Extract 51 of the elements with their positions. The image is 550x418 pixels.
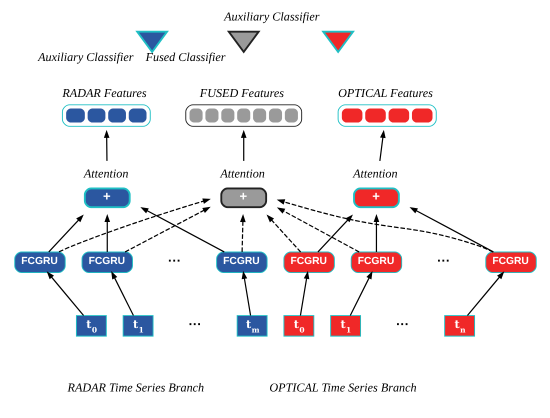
- arrow: [241, 270, 251, 316]
- node-box: FCGRU: [81, 252, 132, 274]
- arrow: [276, 199, 493, 252]
- arrow: [378, 130, 386, 161]
- label: ···: [188, 316, 202, 332]
- node-box: t$_{1}$: [330, 315, 361, 337]
- arrow: [317, 214, 352, 252]
- node-box: t$_{0}$: [75, 315, 106, 337]
- arrow: [46, 271, 84, 316]
- label: OPTICAL Time Series Branch: [268, 380, 416, 395]
- arrow: [240, 214, 246, 252]
- label: ···: [396, 316, 409, 332]
- node-label: Auxiliary Classifier: [224, 10, 320, 24]
- node-box: FCGRU: [350, 252, 402, 274]
- node-box: FCGRU: [216, 252, 268, 274]
- node-box: t$_{0}$: [282, 315, 314, 337]
- node-label: Attention: [352, 166, 398, 181]
- node-box: FCGRU: [484, 252, 536, 274]
- node-box: t$_{n}$: [444, 315, 475, 337]
- label: ···: [436, 252, 450, 268]
- label: ···: [168, 252, 181, 268]
- arrow: [373, 214, 379, 252]
- arrow: [104, 214, 110, 252]
- arrow: [124, 206, 210, 252]
- node-box: [184, 104, 302, 127]
- label: RADAR Time Series Branch: [67, 380, 204, 395]
- arrow: [409, 207, 494, 252]
- arrow: [240, 130, 246, 161]
- arrow: [103, 130, 109, 161]
- node-box: t$_{m}$: [236, 315, 268, 337]
- arrow: [266, 214, 301, 252]
- node-box: [61, 104, 150, 127]
- node-label: Auxiliary Classifier: [38, 50, 134, 64]
- arrow: [276, 207, 359, 252]
- arrow: [299, 270, 309, 316]
- node-box: FCGRU: [14, 252, 66, 274]
- arrow: [466, 271, 504, 316]
- node-box: [337, 104, 436, 127]
- node-label: Attention: [220, 166, 264, 181]
- node-label: Attention: [83, 166, 128, 181]
- node-label: OPTICAL Features: [338, 86, 432, 100]
- node-box: t$_{1}$: [122, 315, 154, 337]
- arrow: [349, 271, 372, 316]
- arrow: [140, 207, 224, 252]
- arrow: [110, 271, 134, 316]
- node-label: FUSED Features: [199, 86, 284, 100]
- arrow: [48, 214, 84, 252]
- node-box: FCGRU: [282, 252, 334, 274]
- node-label: Fused Classifier: [145, 50, 226, 64]
- node-label: RADAR Features: [62, 86, 146, 100]
- arrow: [58, 198, 210, 252]
